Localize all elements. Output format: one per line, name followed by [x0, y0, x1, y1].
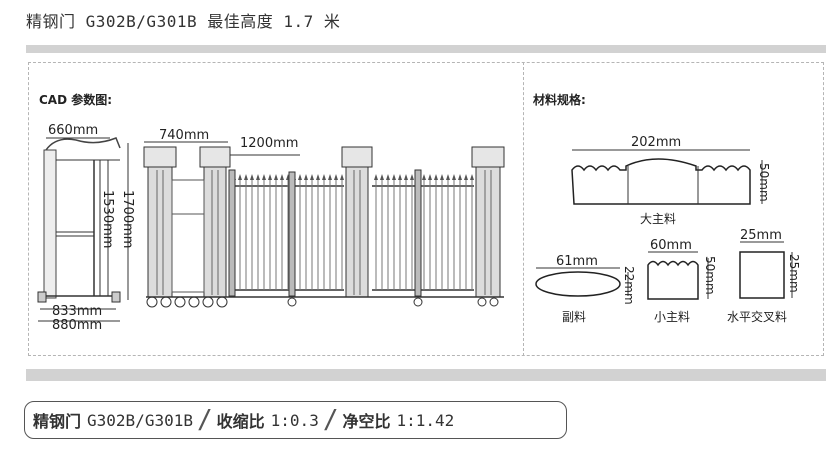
small-profile-width: 60mm [650, 238, 692, 253]
small-profile-shape [647, 251, 709, 300]
footer-ratio-label: 收缩比 [216, 412, 265, 431]
dim-top-width: 660mm [48, 123, 99, 138]
front-view [143, 146, 505, 308]
sub-profile-width: 61mm [556, 254, 598, 269]
page-title: 精钢门 G302B/G301B 最佳高度 1.7 米 [26, 12, 341, 31]
dim-base-inner: 833mm [52, 304, 103, 319]
dim-base-outer: 880mm [52, 318, 103, 333]
dim-inner-height: 1530mm [100, 190, 115, 249]
footer-clear-label: 净空比 [342, 412, 391, 431]
side-view [37, 137, 129, 322]
small-profile-height: 50mm [703, 256, 717, 295]
cad-heading: CAD 参数图: [39, 93, 113, 107]
cross-profile-shape [739, 241, 793, 299]
cross-profile-height: 25mm [787, 254, 801, 293]
dim-span: 1200mm [240, 136, 299, 151]
sub-profile-height: 22mm [622, 266, 636, 305]
footer-model: G302B/G301B [87, 410, 193, 430]
footer-ratio-value: 1:0.3 [270, 410, 319, 430]
material-heading: 材料规格: [533, 93, 586, 107]
bottom-divider-bar [26, 369, 826, 381]
main-profile-width: 202mm [631, 135, 682, 150]
spec-summary-pill: 精钢门 G302B/G301B / 收缩比 1:0.3 / 净空比 1:1.42 [24, 401, 567, 439]
cross-profile-width: 25mm [740, 228, 782, 243]
footer-clear-value: 1:1.42 [396, 410, 455, 430]
footer-name: 精钢门 [33, 412, 82, 431]
panel-divider [523, 62, 524, 356]
dim-pillar-width: 740mm [159, 128, 210, 143]
main-profile-height: 50mm [757, 163, 771, 202]
small-profile-label: 小主料 [654, 310, 691, 324]
spec-panel [28, 62, 824, 356]
top-divider-bar [26, 45, 826, 53]
main-profile-shape [571, 149, 763, 205]
main-profile-label: 大主料 [640, 212, 677, 226]
dim-outer-height: 1700mm [120, 190, 135, 249]
separator-slash: / [196, 405, 213, 435]
sub-profile-label: 副料 [562, 310, 587, 324]
separator-slash: / [322, 405, 339, 435]
cross-profile-label: 水平交叉料 [727, 310, 788, 324]
sub-profile-shape [535, 267, 629, 297]
